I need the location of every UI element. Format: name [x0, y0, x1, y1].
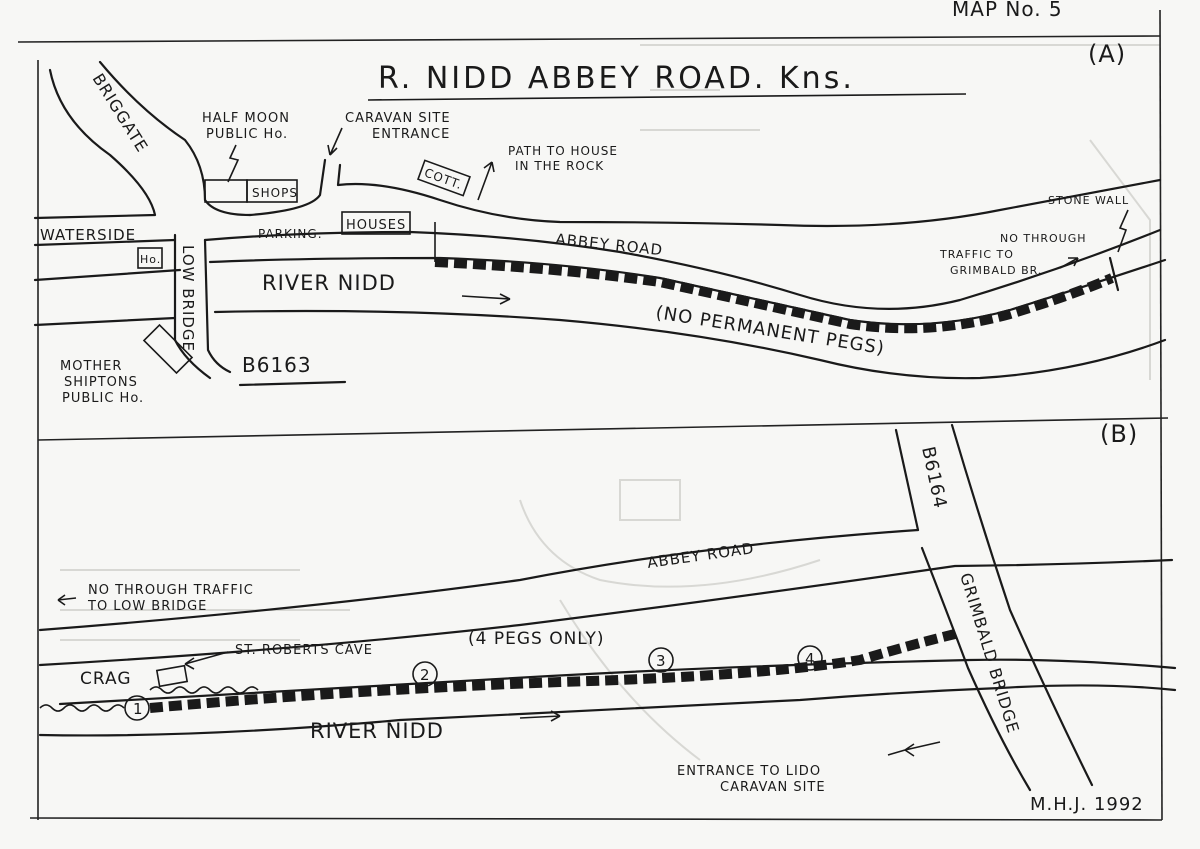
peg-marker-2: 2 — [412, 661, 438, 687]
half-moon-building — [204, 179, 248, 203]
st-roberts-arrow-icon — [184, 651, 229, 670]
houses-label: HOUSES — [346, 218, 406, 233]
grimbald-direction-arrow-icon — [1059, 257, 1079, 269]
peg-marker-4: 4 — [797, 645, 823, 671]
half-moon-label-2: PUBLIC Ho. — [206, 127, 288, 142]
abbey-road-b-upper — [38, 528, 920, 632]
peg-number: 1 — [133, 700, 144, 718]
peg-stretch-a — [434, 257, 1114, 334]
abbey-road-label-a: ABBEY ROAD — [555, 230, 664, 259]
briggate-road-edge — [98, 60, 252, 217]
path-house-arrow-icon — [477, 161, 495, 201]
b6163-label: B6163 — [242, 353, 312, 377]
peg-stretch-b — [149, 629, 957, 713]
parking-label: PARKING. — [258, 227, 323, 241]
entrance-lido-label-1: ENTRANCE TO LIDO — [677, 764, 821, 779]
panel-a: SHOPS HOUSES COTT. Ho. BRIGGATE HALF MOO… — [33, 60, 1167, 406]
low-bridge-direction-arrow-icon — [57, 594, 77, 606]
path-house-label-2: IN THE ROCK — [515, 159, 604, 173]
peg-number: 3 — [656, 652, 667, 670]
no-through-label-3: GRIMBALD BR. — [950, 264, 1042, 277]
river-flow-arrow-icon-b — [519, 710, 561, 722]
grimbald-bridge-label: GRIMBALD BRIDGE — [956, 571, 1023, 736]
map-number: MAP No. 5 — [952, 0, 1063, 21]
mother-shiptons-building — [142, 323, 194, 375]
no-through-label-1: NO THROUGH — [1000, 232, 1087, 245]
mother-shiptons-label-1: MOTHER — [60, 359, 122, 374]
shops-building — [246, 179, 298, 203]
no-through-label-2: TRAFFIC TO — [939, 248, 1014, 261]
peg-marker-1: 1 — [124, 695, 150, 721]
path-house-label-1: PATH TO HOUSE — [508, 144, 618, 158]
houses-building — [341, 211, 411, 235]
caravan-entrance-label-2: ENTRANCE — [372, 127, 450, 142]
caravan-entrance-label-1: CARAVAN SITE — [345, 111, 451, 126]
caravan-arrow-icon — [327, 127, 343, 156]
river-flow-arrow-icon-a — [461, 293, 511, 305]
no-permanent-pegs-label: (NO PERMANENT PEGS) — [654, 302, 886, 359]
waterside-label: WATERSIDE — [40, 226, 136, 244]
b6164-road-right — [950, 423, 1094, 787]
b6164-label: B6164 — [917, 445, 951, 511]
cott-building — [417, 159, 471, 197]
panel-b-label: (B) — [1100, 420, 1138, 448]
st-roberts-cave — [155, 664, 189, 688]
mother-shiptons-label-3: PUBLIC Ho. — [62, 391, 144, 406]
shops-label: SHOPS — [252, 186, 298, 200]
waterside-house — [137, 247, 163, 269]
low-bridge-label: LOW BRIDGE — [179, 245, 197, 352]
signature: M.H.J. 1992 — [1030, 794, 1144, 815]
bleed-through-ghost — [60, 44, 1160, 761]
four-pegs-label: (4 PEGS ONLY) — [468, 629, 605, 649]
half-moon-lightning-arrow-icon — [227, 144, 240, 183]
abbey-road-b-lower — [38, 558, 1174, 667]
panel-a-label: (A) — [1088, 40, 1126, 68]
map-frame — [17, 9, 1169, 821]
ho-label: Ho. — [140, 253, 161, 266]
stone-wall-lightning-arrow-icon — [1117, 209, 1129, 253]
peg-number: 4 — [805, 650, 816, 668]
mother-shiptons-label-2: SHIPTONS — [64, 375, 138, 390]
crag-label: CRAG — [80, 669, 132, 689]
abbey-road-lower-edge — [203, 228, 1162, 310]
no-through-low-bridge-2: TO LOW BRIDGE — [87, 599, 207, 614]
river-label-b: RIVER NIDD — [310, 719, 444, 743]
panel-b: (B) ST. ROBERTS CAVE 1 2 3 — [38, 420, 1177, 795]
briggate-label: BRIGGATE — [89, 70, 152, 156]
entrance-lido-label-2: CARAVAN SITE — [720, 780, 826, 795]
abbey-road-label-b: ABBEY ROAD — [646, 539, 755, 572]
peg-marker-3: 3 — [648, 647, 674, 673]
b6164-road-left — [894, 428, 920, 532]
crag-squiggle — [39, 704, 125, 712]
river-label-a: RIVER NIDD — [262, 271, 396, 295]
st-roberts-label: ST. ROBERTS CAVE — [235, 643, 373, 658]
lido-entrance-arrow-icon — [904, 741, 941, 757]
title-underline — [367, 93, 967, 101]
no-through-low-bridge-1: NO THROUGH TRAFFIC — [88, 583, 254, 598]
map-title: R. NIDD ABBEY ROAD. Kns. — [378, 61, 855, 96]
half-moon-label-1: HALF MOON — [202, 111, 290, 126]
briggate-road — [33, 68, 157, 220]
stone-wall-label: STONE WALL — [1048, 194, 1129, 207]
peg-number: 2 — [420, 666, 431, 684]
